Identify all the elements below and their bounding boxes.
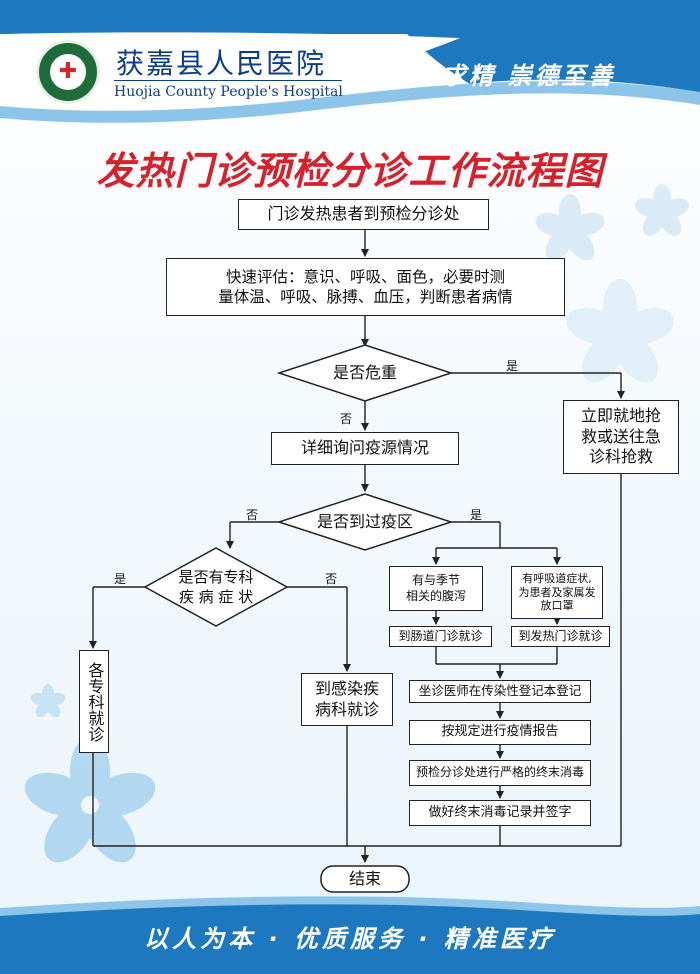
hospital-motto: 博学求精 崇德至善	[388, 62, 616, 90]
sakura-decoration-icon	[24, 737, 156, 863]
decision-specialty-label: 是否有专科 疾 病 症 状	[178, 567, 254, 606]
decision-epidemic-shape	[276, 493, 454, 551]
footer-slogan: 以人为本 · 优质服务 · 精准医疗	[144, 924, 556, 953]
decision-critical-shape	[276, 344, 454, 402]
hospital-name-cn: 获嘉县人民医院	[116, 47, 327, 80]
decision-epidemic-label: 是否到过疫区	[316, 512, 413, 532]
decision-specialty-shape	[143, 547, 289, 627]
sakura-decoration-icon	[635, 184, 689, 236]
header-banner: ✚ 获嘉县人民医院 Huojia County People's Hospita…	[0, 0, 700, 130]
assessment-box: 快速评估：意识、呼吸、面色，必要时测 量体温、呼吸、脉搏、血压，判断患者病情	[166, 258, 565, 316]
disinfect-box: 预检分诊处进行严格的终末消毒	[409, 760, 591, 786]
yes-label-epidemic: 是	[470, 508, 483, 522]
rescue-box: 立即就地抢 救或送往急 诊科抢救	[563, 400, 679, 474]
red-cross-icon: ✚	[58, 59, 78, 84]
inquiry-box: 详细询问疫源情况	[271, 432, 459, 465]
sakura-decoration-icon	[535, 194, 605, 261]
sakura-decoration-icon	[566, 279, 674, 383]
diarrhea-box: 有与季节 相关的腹泻	[389, 566, 483, 611]
page-title: 发热门诊预检分诊工作流程图	[96, 149, 604, 193]
yes-label-specialty: 是	[114, 572, 127, 586]
specialty-clinic-box: 各专科就诊	[79, 650, 109, 753]
report-box: 按规定进行疫情报告	[409, 720, 591, 745]
footer-banner	[0, 896, 700, 974]
yes-label-critical: 是	[506, 359, 519, 373]
no-label-specialty: 否	[325, 572, 338, 586]
hospital-name-en: Huojia County People's Hospital	[114, 84, 343, 100]
decision-critical-label: 是否危重	[332, 363, 397, 383]
infectious-clinic-box: 到感染疾 病科就诊	[301, 673, 393, 726]
no-label-critical: 否	[340, 412, 353, 426]
record-box: 做好终末消毒记录并签字	[409, 800, 591, 826]
sakura-decoration-icon	[30, 684, 66, 718]
start-box: 门诊发热患者到预检分诊处	[238, 199, 489, 230]
no-label-epidemic: 否	[246, 508, 259, 522]
respiratory-box: 有呼吸道症状, 为患者及家属发 放口罩	[511, 566, 603, 619]
intestinal-clinic-box: 到肠道门诊就诊	[389, 626, 492, 647]
register-box: 坐诊医师在传染性登记本登记	[409, 680, 591, 703]
end-label: 结束	[348, 869, 381, 889]
hospital-logo: ✚	[36, 40, 100, 104]
name-divider	[114, 80, 342, 81]
end-terminal-shape	[320, 865, 410, 893]
fever-clinic-box: 到发热门诊就诊	[511, 626, 610, 647]
